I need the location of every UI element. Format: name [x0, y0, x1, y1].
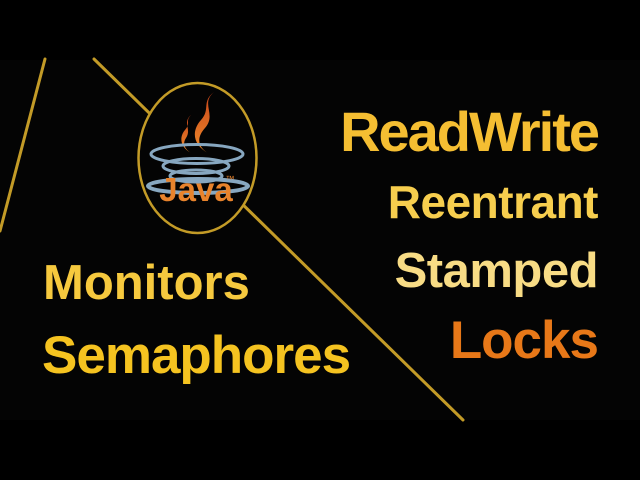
diagonal-line-left	[0, 57, 47, 233]
title-readwrite: ReadWrite	[340, 100, 600, 163]
title-stamped: Stamped	[394, 244, 599, 298]
java-cup-icon	[146, 143, 250, 195]
title-semaphores: Semaphores	[42, 326, 351, 385]
java-trademark-symbol: ™	[226, 174, 235, 184]
title-reentrant: Reentrant	[387, 176, 599, 228]
bottom-letterbox-bar	[0, 420, 640, 480]
title-locks: Locks	[449, 311, 599, 370]
top-letterbox-bar	[0, 0, 640, 60]
content-area	[0, 60, 640, 420]
title-monitors: Monitors	[43, 256, 250, 310]
java-wordmark: Java	[159, 171, 233, 208]
